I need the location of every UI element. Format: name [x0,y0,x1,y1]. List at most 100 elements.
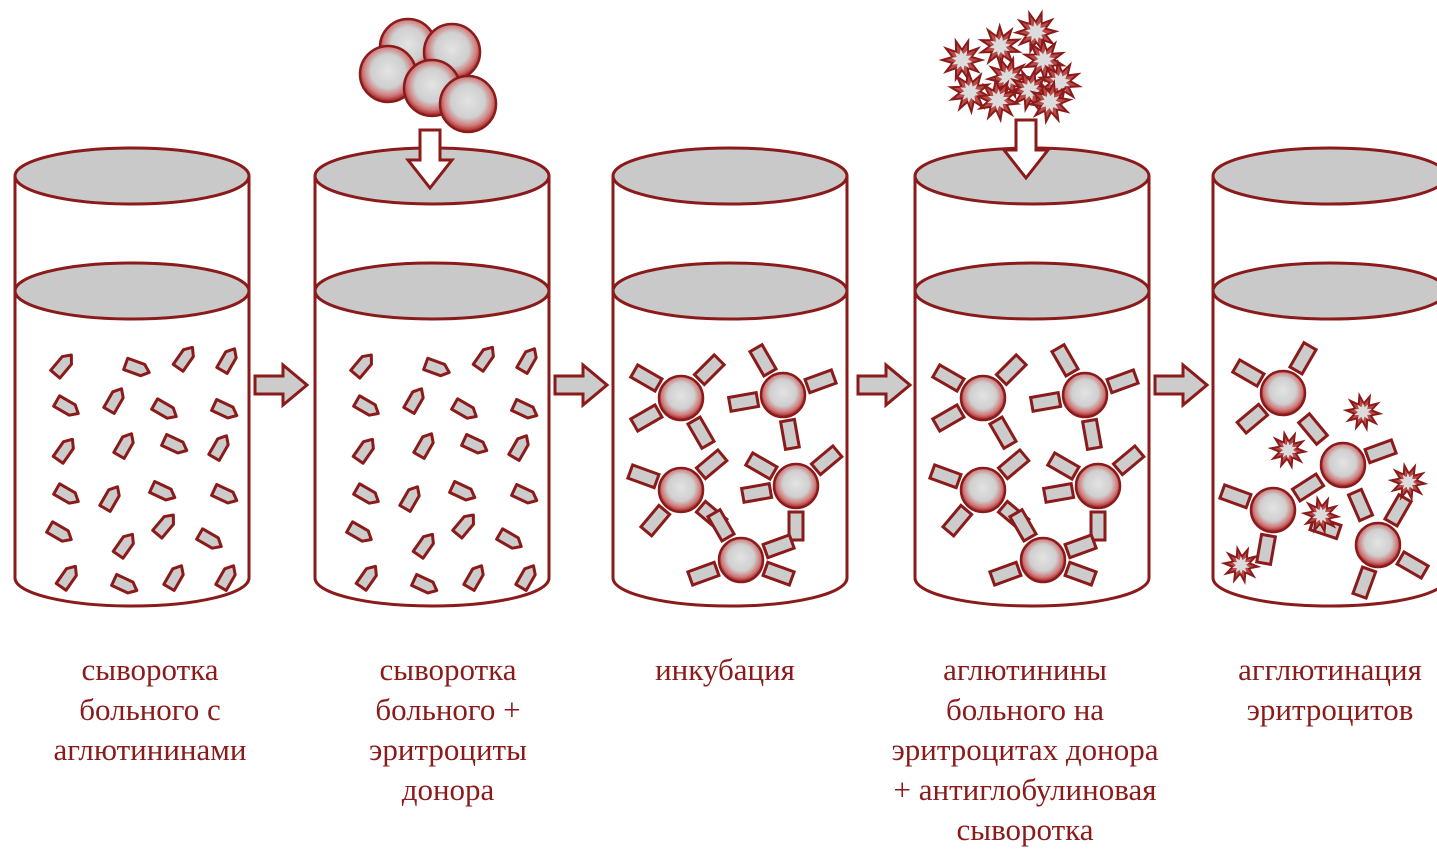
antibody-crystal [497,529,525,552]
beaker-contents [47,344,240,596]
antibody-crystal [114,431,137,459]
bound-antibody [641,505,670,535]
bound-antibody [1257,534,1276,564]
antibody-crystal [424,358,452,378]
beaker-contents [930,345,1144,585]
antibody-crystal [351,351,376,378]
caption-line: аглютининами [0,730,300,770]
erythrocyte [659,468,703,512]
bound-antibody [1048,453,1079,479]
bound-antibody [1365,440,1396,463]
beaker-contents [628,345,842,585]
antibody-crystal [212,399,240,420]
bound-antibody [1010,510,1036,541]
caption-line: + антиглобулиновая [875,770,1175,810]
caption-line: эритроциты [298,730,598,770]
antibody-crystal [412,574,440,595]
caption-line: инкубация [575,650,875,690]
erythrocyte [659,376,703,420]
bound-antibody [763,562,794,585]
erythrocyte [774,464,818,508]
step-caption-5: агглютинацияэритроцитов [1180,650,1437,730]
step-arrow [1155,365,1207,405]
caption-line: сыворотка [298,650,598,690]
antibody-crystal [354,484,382,507]
bound-antibody [729,393,759,412]
antibody-crystal [173,344,197,371]
beaker-step-3 [613,148,847,606]
antibody-crystal [517,346,540,374]
incoming-antiglobulin [942,13,1080,122]
bound-antibody [1044,484,1074,503]
bound-antibody [763,535,794,558]
bound-antibody [1233,360,1264,386]
antibody-crystal [153,511,178,538]
bridging-antibody [1299,414,1328,444]
erythrocyte [1251,488,1295,532]
antibody-crystal [509,433,532,461]
bound-antibody [631,405,662,431]
erythrocyte [1063,373,1107,417]
liquid-surface [15,263,249,319]
bound-antibody [996,355,1026,385]
beaker-rim [1213,148,1437,204]
bound-antibody [1237,404,1267,433]
bound-antibody [696,450,726,479]
bound-antibody [1113,446,1143,475]
antibody-crystal [452,399,480,422]
caption-line: донора [298,770,598,810]
caption-line: больного + [298,690,598,730]
caption-line: больного на [875,690,1175,730]
caption-line: аглютинины [875,650,1175,690]
beaker-bottom [1213,578,1437,606]
antibody-crystal [453,511,478,538]
bound-antibody [1083,419,1102,449]
bound-antibody [688,562,719,585]
bound-antibody [628,465,659,488]
antibody-crystal [164,563,187,591]
antibody-crystal [150,481,178,502]
liquid-surface [315,263,549,319]
antibody-crystal [124,358,152,378]
bound-antibody [1353,567,1376,598]
antibody-crystal [54,484,82,507]
caption-line: больного с [0,690,300,730]
erythrocyte [961,376,1005,420]
antibody-crystal [400,484,423,512]
liquid-surface [613,263,847,319]
bound-antibody [1107,370,1138,393]
bound-antibody [998,450,1028,479]
bound-antibody [1290,343,1316,374]
antibody-crystal [217,346,240,374]
bound-antibody [933,405,964,431]
bound-antibody [805,370,836,393]
beaker-contents [1220,343,1428,598]
antibody-crystal [450,481,478,502]
caption-line: эритроцитов [1180,690,1437,730]
beaker-rim [15,148,249,204]
beaker-step-5 [1213,148,1437,606]
bound-antibody [694,355,724,385]
antibody-crystal [473,344,497,371]
antibody-crystal [353,436,377,463]
bound-antibody [990,562,1021,585]
beaker-step-1 [15,148,249,606]
step-arrow [255,365,307,405]
antibody-crystal [53,436,77,463]
antibody-crystal [212,484,240,505]
caption-line: сыворотка [0,650,300,690]
bound-antibody [990,417,1016,448]
erythrocyte [961,468,1005,512]
erythrocyte [440,76,496,132]
liquid-surface [915,263,1149,319]
caption-line: сыворотка [875,810,1175,850]
erythrocyte [761,373,805,417]
antibody-crystal [100,484,123,512]
beaker-contents [347,344,540,596]
bound-antibody [688,417,714,448]
bound-antibody [742,484,772,503]
antibody-crystal [512,399,540,420]
